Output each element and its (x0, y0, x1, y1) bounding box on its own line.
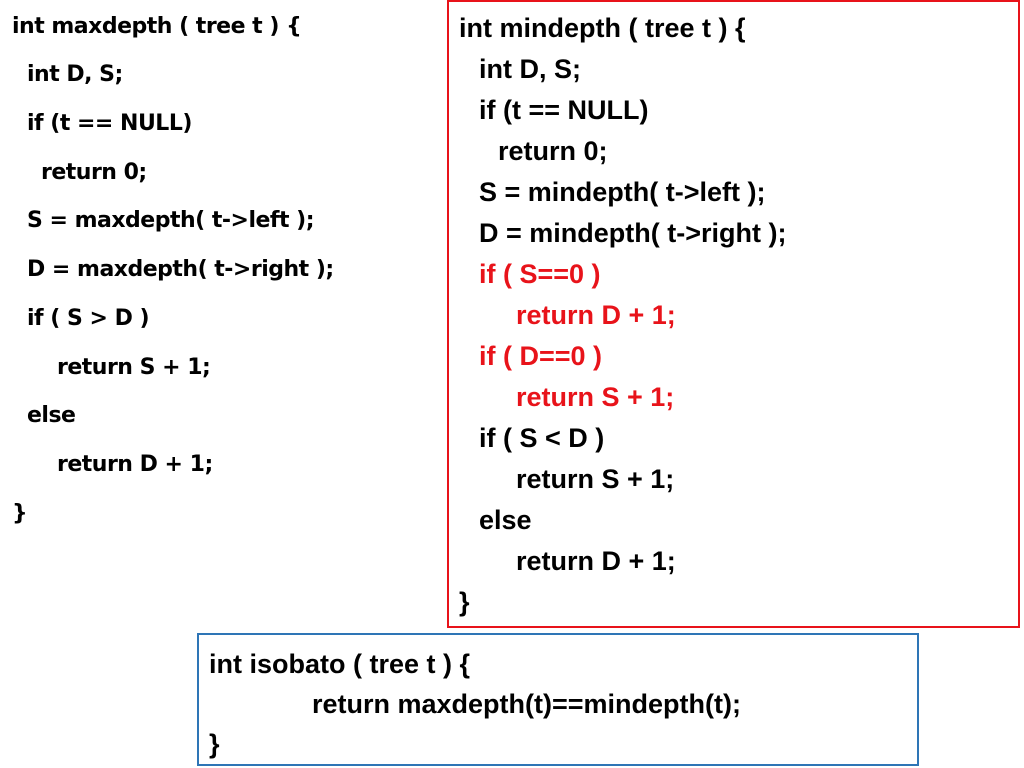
code-line: return S + 1; (516, 464, 675, 494)
code-line: } (459, 587, 470, 617)
code-line: return D + 1; (516, 546, 676, 576)
highlighted-code-line: return S + 1; (516, 382, 675, 412)
code-line: return D + 1; (57, 452, 213, 477)
code-line: return maxdepth(t)==mindepth(t); (312, 689, 741, 719)
isobato-code-box: int isobato ( tree t ) { return maxdepth… (197, 633, 919, 766)
code-line: if (t == NULL) (27, 111, 192, 136)
code-line: int D, S; (27, 62, 123, 87)
code-line: int D, S; (479, 54, 581, 84)
code-line: return 0; (41, 160, 147, 185)
code-line: int isobato ( tree t ) { (209, 649, 471, 679)
code-line: D = mindepth( t->right ); (479, 218, 787, 248)
code-line: if ( S > D ) (27, 306, 150, 331)
code-line: } (209, 729, 220, 759)
highlighted-code-line: return D + 1; (516, 300, 676, 330)
code-line: S = mindepth( t->left ); (479, 177, 766, 207)
code-line: return S + 1; (57, 355, 211, 380)
code-line: else (479, 505, 532, 535)
highlighted-code-line: if ( S==0 ) (479, 259, 601, 289)
code-line: D = maxdepth( t->right ); (27, 257, 334, 282)
code-line: int mindepth ( tree t ) { (459, 13, 746, 43)
code-line: if (t == NULL) (479, 95, 649, 125)
code-line: return 0; (498, 136, 608, 166)
mindepth-code-box: int mindepth ( tree t ) { int D, S; if (… (447, 0, 1020, 628)
code-line: int maxdepth ( tree t ) { (12, 14, 302, 39)
code-line: S = maxdepth( t->left ); (27, 208, 315, 233)
code-line: else (27, 403, 76, 428)
highlighted-code-line: if ( D==0 ) (479, 341, 603, 371)
code-line: if ( S < D ) (479, 423, 605, 453)
code-line: } (12, 501, 28, 526)
maxdepth-code-block: int maxdepth ( tree t ) { int D, S; if (… (0, 0, 440, 560)
